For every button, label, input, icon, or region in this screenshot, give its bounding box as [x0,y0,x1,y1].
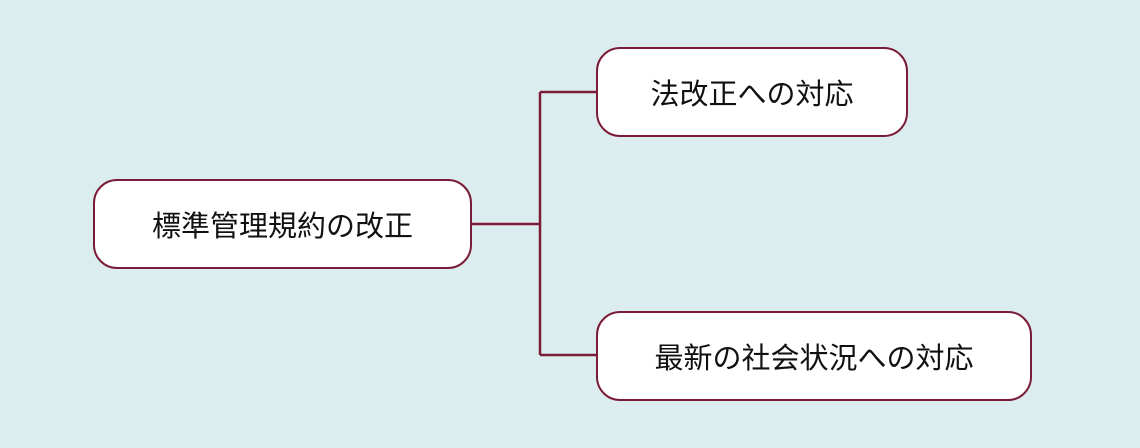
child-label: 最新の社会状況への対応 [654,341,974,375]
child-label: 法改正への対応 [650,77,854,111]
child-node: 最新の社会状況への対応 [596,311,1032,401]
root-node: 標準管理規約の改正 [93,179,472,269]
child-node: 法改正への対応 [596,47,908,137]
root-label: 標準管理規約の改正 [151,209,413,243]
